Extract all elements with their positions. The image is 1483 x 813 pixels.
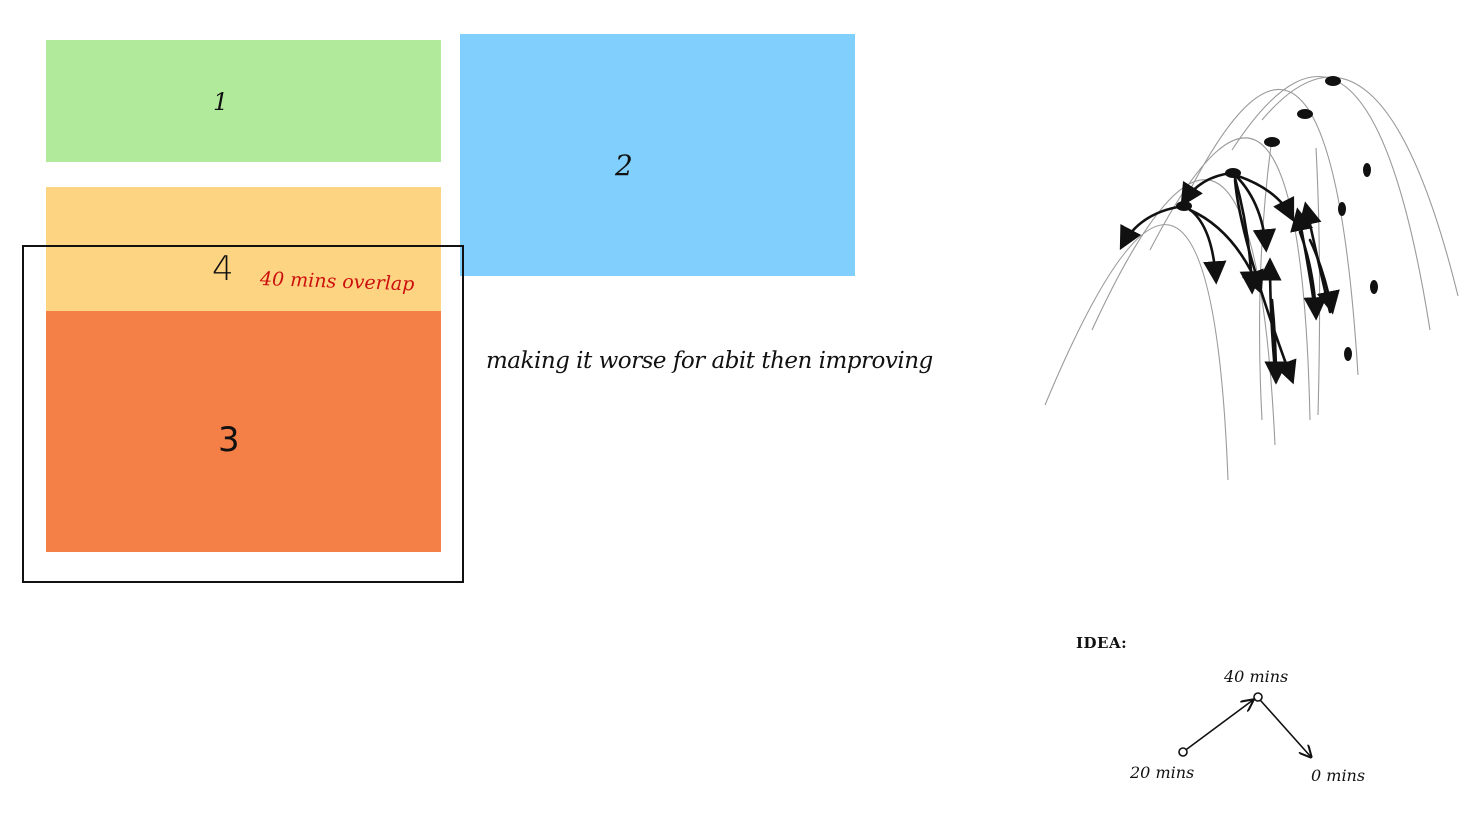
idea-arrow-down [1260, 700, 1311, 757]
idea-top-label: 40 mins [1224, 667, 1289, 686]
parabola-curve [1044, 224, 1229, 481]
idea-node-left [1178, 747, 1188, 757]
arc-dot [1325, 76, 1341, 86]
block-4-label: 4 [212, 249, 234, 289]
arc-arrow [1290, 207, 1318, 318]
idea-left-label: 20 mins [1130, 763, 1195, 782]
worse-note: making it worse for abit then improving [486, 348, 933, 374]
arc-arrow [1264, 298, 1288, 385]
idea-node-top [1253, 692, 1263, 702]
idea-arrow-up [1186, 700, 1253, 750]
block-2 [460, 34, 855, 276]
arc-dot [1264, 137, 1280, 147]
parabola-curve [1091, 179, 1276, 446]
selection-frame [22, 245, 464, 583]
block-3 [46, 311, 441, 552]
arc-dot [1297, 109, 1313, 119]
parabola-curve [1261, 76, 1459, 297]
block-2-label: 2 [615, 149, 633, 182]
arc-arrow [1180, 171, 1235, 207]
arc-arrow [1231, 171, 1277, 253]
parabola-curve [1231, 75, 1431, 331]
arc-arrow [1236, 174, 1295, 223]
parabola-curve [1315, 147, 1321, 416]
arc-arrow [1298, 230, 1327, 321]
arc-arrow [1182, 204, 1227, 285]
arc-dot [1363, 163, 1371, 177]
arc-dot [1344, 347, 1352, 361]
parabola-curve [1149, 137, 1311, 421]
block-1 [46, 40, 441, 162]
block-1-label: 1 [213, 88, 229, 116]
idea-title: IDEA: [1076, 634, 1128, 652]
idea-right-label: 0 mins [1311, 766, 1366, 785]
arc-dot [1370, 280, 1378, 294]
arc-arrows [1119, 171, 1340, 385]
arc-arrow [1233, 176, 1264, 295]
arc-arrow [1119, 204, 1186, 251]
idea-diagram [1178, 692, 1311, 757]
arc-arrow [1233, 178, 1297, 385]
block-3-label: 3 [218, 420, 240, 460]
block-4 [46, 187, 441, 311]
arc-dot [1338, 202, 1346, 216]
arc-arrow [1308, 238, 1340, 315]
parabola-curve [1189, 89, 1359, 376]
